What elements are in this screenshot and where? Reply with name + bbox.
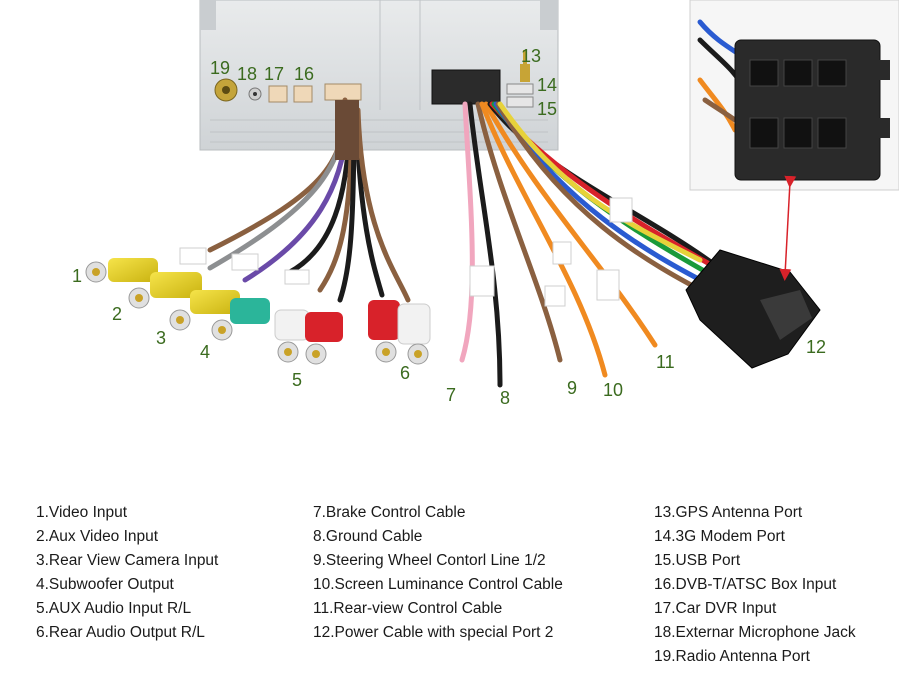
radio-antenna-port — [214, 78, 238, 102]
legend-item: 6.Rear Audio Output R/L — [36, 624, 205, 641]
legend-item: 11.Rear-view Control Cable — [313, 600, 503, 617]
callout-4: 4 — [200, 342, 210, 362]
rca-plug-6-white — [397, 303, 431, 365]
callout-2: 2 — [112, 304, 122, 324]
wiring-diagram-photo: 1 2 3 4 5 6 7 8 9 10 11 12 13 14 15 16 1… — [72, 0, 899, 408]
legend-item: 8.Ground Cable — [313, 528, 423, 545]
callout-19: 19 — [210, 58, 230, 78]
callout-8: 8 — [500, 388, 510, 408]
rca-plug-4 — [211, 298, 270, 341]
rca-plug-6-red — [368, 300, 400, 363]
3g-modem-port — [506, 83, 534, 95]
legend-item: 14.3G Modem Port — [654, 528, 785, 545]
callout-17: 17 — [264, 64, 284, 84]
aux-connector — [324, 83, 362, 101]
microphone-jack-port — [248, 87, 262, 101]
connector-arrow — [779, 175, 797, 281]
legend-item: 12.Power Cable with special Port 2 — [313, 624, 554, 641]
callout-11: 11 — [656, 352, 675, 372]
usb-port — [506, 96, 534, 108]
callout-7: 7 — [446, 385, 456, 405]
rca-plug-3 — [169, 290, 240, 331]
legend-item: 7.Brake Control Cable — [313, 504, 466, 521]
dvb-t-port — [293, 85, 313, 103]
right-wire-bundle — [459, 101, 723, 388]
legend: 1.Video Input 2.Aux Video Input 3.Rear V… — [0, 455, 899, 700]
legend-item: 5.AUX Audio Input R/L — [36, 600, 192, 617]
legend-item: 2.Aux Video Input — [36, 528, 159, 545]
main-harness-socket — [431, 69, 501, 105]
callout-10: 10 — [603, 380, 623, 400]
callout-12: 12 — [806, 337, 826, 357]
wiring-diagram-svg: 1 2 3 4 5 6 7 8 9 10 11 12 13 14 15 16 1… — [72, 0, 899, 408]
legend-item: 3.Rear View Camera Input — [36, 552, 219, 569]
legend-item: 13.GPS Antenna Port — [654, 504, 803, 521]
legend-column-3: 13.GPS Antenna Port 14.3G Modem Port 15.… — [654, 501, 856, 669]
rca-plug-5-red — [305, 312, 343, 365]
legend-item: 9.Steering Wheel Contorl Line 1/2 — [313, 552, 546, 569]
inset-connector-photo — [689, 0, 899, 191]
callout-numbers: 1 2 3 4 5 6 7 8 9 10 11 12 13 14 15 16 1… — [72, 46, 826, 408]
legend-column-2: 7.Brake Control Cable 8.Ground Cable 9.S… — [313, 501, 563, 645]
legend-item: 18.Externar Microphone Jack — [654, 624, 856, 641]
left-wire-sleeve — [335, 100, 359, 160]
rca-plug-1 — [85, 258, 158, 283]
legend-item: 1.Video Input — [36, 504, 128, 521]
legend-item: 16.DVB-T/ATSC Box Input — [654, 576, 837, 593]
callout-1: 1 — [72, 266, 82, 286]
legend-item: 17.Car DVR Input — [654, 600, 777, 617]
callout-9: 9 — [567, 378, 577, 398]
callout-14: 14 — [537, 75, 557, 95]
callout-13: 13 — [521, 46, 541, 66]
callout-16: 16 — [294, 64, 314, 84]
callout-15: 15 — [537, 99, 557, 119]
legend-item: 15.USB Port — [654, 552, 741, 569]
callout-3: 3 — [156, 328, 166, 348]
rca-plug-5-white — [274, 309, 310, 363]
callout-18: 18 — [237, 64, 257, 84]
cable-tags — [179, 197, 633, 307]
car-dvr-port — [268, 85, 288, 103]
legend-item: 19.Radio Antenna Port — [654, 648, 810, 665]
gps-antenna-port — [520, 50, 530, 82]
callout-5: 5 — [292, 370, 302, 390]
legend-item: 4.Subwoofer Output — [36, 576, 174, 593]
rca-plug-2 — [128, 272, 202, 309]
legend-item: 10.Screen Luminance Control Cable — [313, 576, 563, 593]
legend-column-1: 1.Video Input 2.Aux Video Input 3.Rear V… — [36, 501, 218, 645]
callout-6: 6 — [400, 363, 410, 383]
